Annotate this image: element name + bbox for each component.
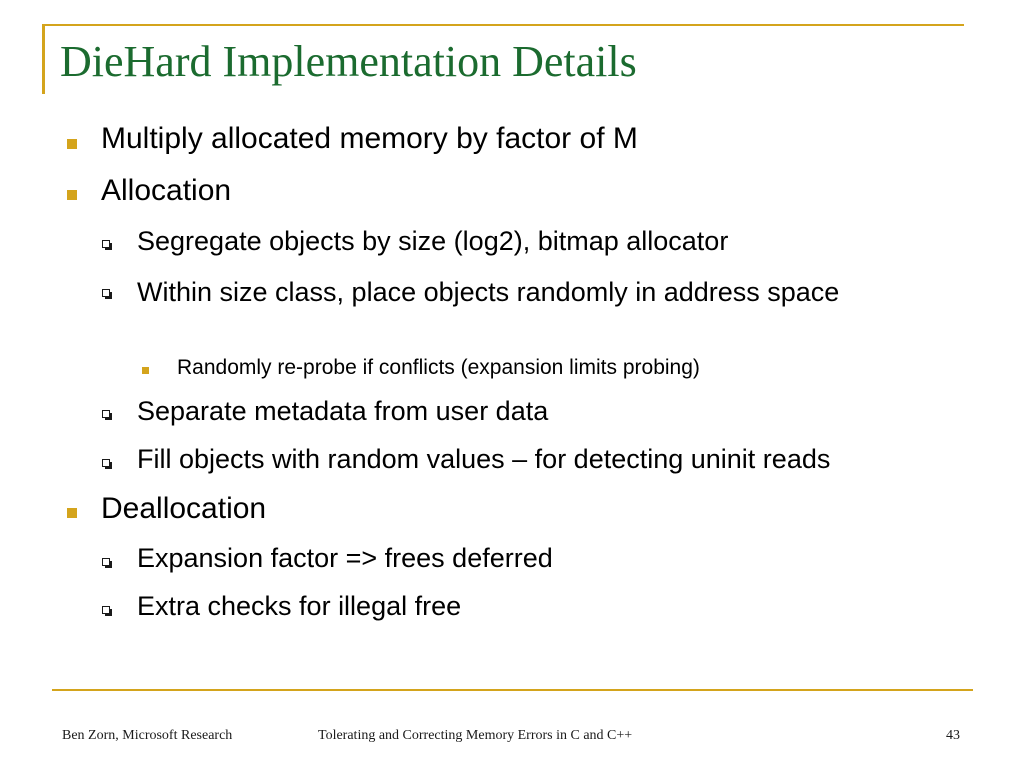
bullet-hollow-square-icon [102, 606, 112, 616]
bullet-square-small-icon [142, 367, 149, 374]
bullet-item: Expansion factor => frees deferred [137, 543, 553, 573]
bullet-hollow-square-icon [102, 459, 112, 469]
bullet-square-icon [67, 508, 77, 518]
bullet-item: Separate metadata from user data [137, 396, 549, 426]
footer-author: Ben Zorn, Microsoft Research [62, 728, 233, 743]
bullet-hollow-square-icon [102, 410, 112, 420]
slide-title: DieHard Implementation Details [60, 37, 637, 86]
footer-talk-title: Tolerating and Correcting Memory Errors … [318, 728, 633, 743]
bullet-hollow-square-icon [102, 240, 112, 250]
bullet-item: Allocation [101, 174, 232, 207]
footer-rule [52, 689, 973, 691]
bullet-item: Randomly re-probe if conflicts (expansio… [177, 356, 700, 379]
bullet-list: Multiply allocated memory by factor of M… [67, 122, 840, 621]
bullet-item: Within size class, place objects randoml… [137, 277, 840, 307]
bullet-item: Segregate objects by size (log2), bitmap… [137, 226, 729, 256]
bullet-square-icon [67, 139, 77, 149]
bullet-hollow-square-icon [102, 289, 112, 299]
title-frame-horizontal-rule [42, 24, 964, 26]
bullet-item: Extra checks for illegal free [137, 591, 462, 621]
page-number: 43 [946, 728, 960, 743]
title-frame-vertical-rule [42, 24, 45, 94]
bullet-item: Deallocation [101, 492, 267, 525]
bullet-item: Fill objects with random values – for de… [137, 444, 831, 474]
bullet-item: Multiply allocated memory by factor of M [101, 122, 638, 155]
bullet-square-icon [67, 190, 77, 200]
bullet-hollow-square-icon [102, 558, 112, 568]
